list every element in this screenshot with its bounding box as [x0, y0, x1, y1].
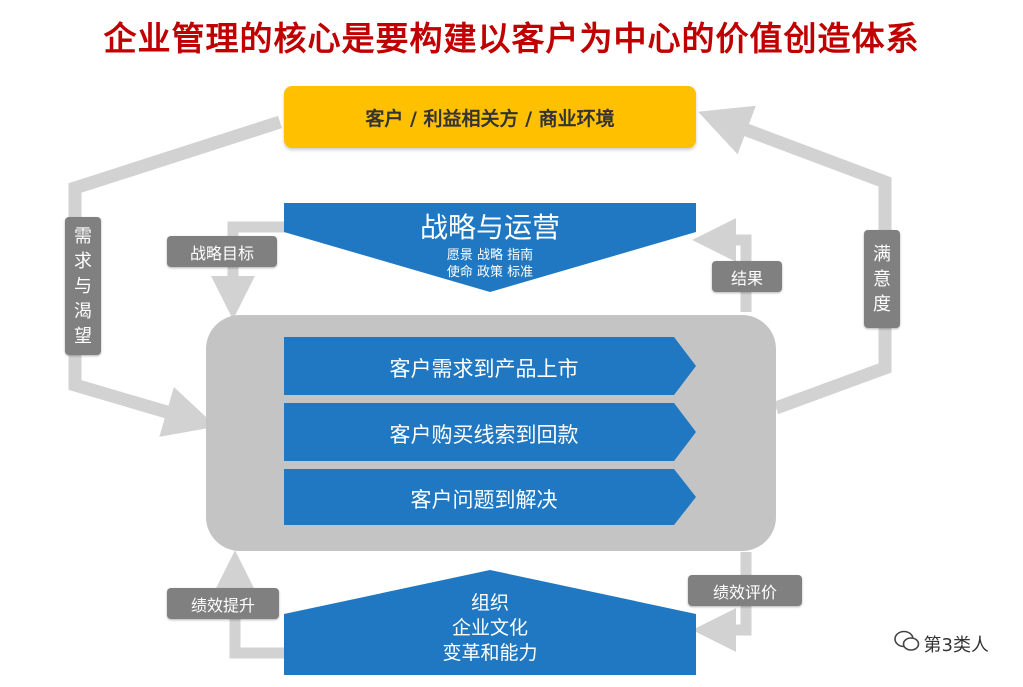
satisfaction-char: 度 [873, 293, 891, 315]
process-label-1: 客户需求到产品上市 [389, 357, 579, 381]
process-label-2: 客户购买线索到回款 [389, 423, 579, 447]
perf-eval-tag: 绩效评价 [688, 575, 802, 606]
satisfaction-char: 意 [873, 268, 891, 290]
strategy-line-2: 使命 政策 标准 [446, 265, 534, 280]
demand-char: 望 [74, 325, 92, 347]
org-line-3: 变革和能力 [442, 642, 538, 664]
process-arrow-3 [284, 469, 696, 525]
strategic-goal-arrow [211, 221, 286, 320]
org-line-1: 组织 [470, 592, 509, 614]
org-culture-shape [284, 570, 696, 675]
demand-char: 渴 [74, 300, 92, 322]
process-arrow-2 [284, 403, 696, 461]
perf-improve-tag: 绩效提升 [167, 588, 279, 619]
strategy-title: 战略与运营 [419, 211, 560, 244]
strategy-operations-shape [284, 203, 696, 292]
demand-char: 与 [74, 275, 92, 297]
demand-char: 求 [74, 250, 92, 272]
strategic-goal-tag: 战略目标 [167, 236, 277, 267]
demand-char: 需 [74, 225, 92, 247]
satisfaction-tag: 满 意 度 [864, 230, 900, 328]
process-arrow-1 [284, 337, 696, 395]
process-label-3: 客户问题到解决 [410, 488, 558, 512]
wechat-icon [893, 630, 920, 657]
strategy-line-1: 愿景 战略 指南 [446, 248, 534, 263]
customer-stakeholder-box: 客户 / 利益相关方 / 商业环境 [284, 86, 696, 148]
demand-desire-tag: 需 求 与 渴 望 [65, 217, 101, 355]
result-tag: 结果 [712, 261, 782, 292]
watermark: 第3类人 [893, 630, 989, 657]
org-line-2: 企业文化 [451, 617, 528, 639]
page-title: 企业管理的核心是要构建以客户为中心的价值创造体系 [103, 19, 920, 58]
watermark-text: 第3类人 [923, 634, 989, 656]
satisfaction-char: 满 [873, 243, 891, 265]
